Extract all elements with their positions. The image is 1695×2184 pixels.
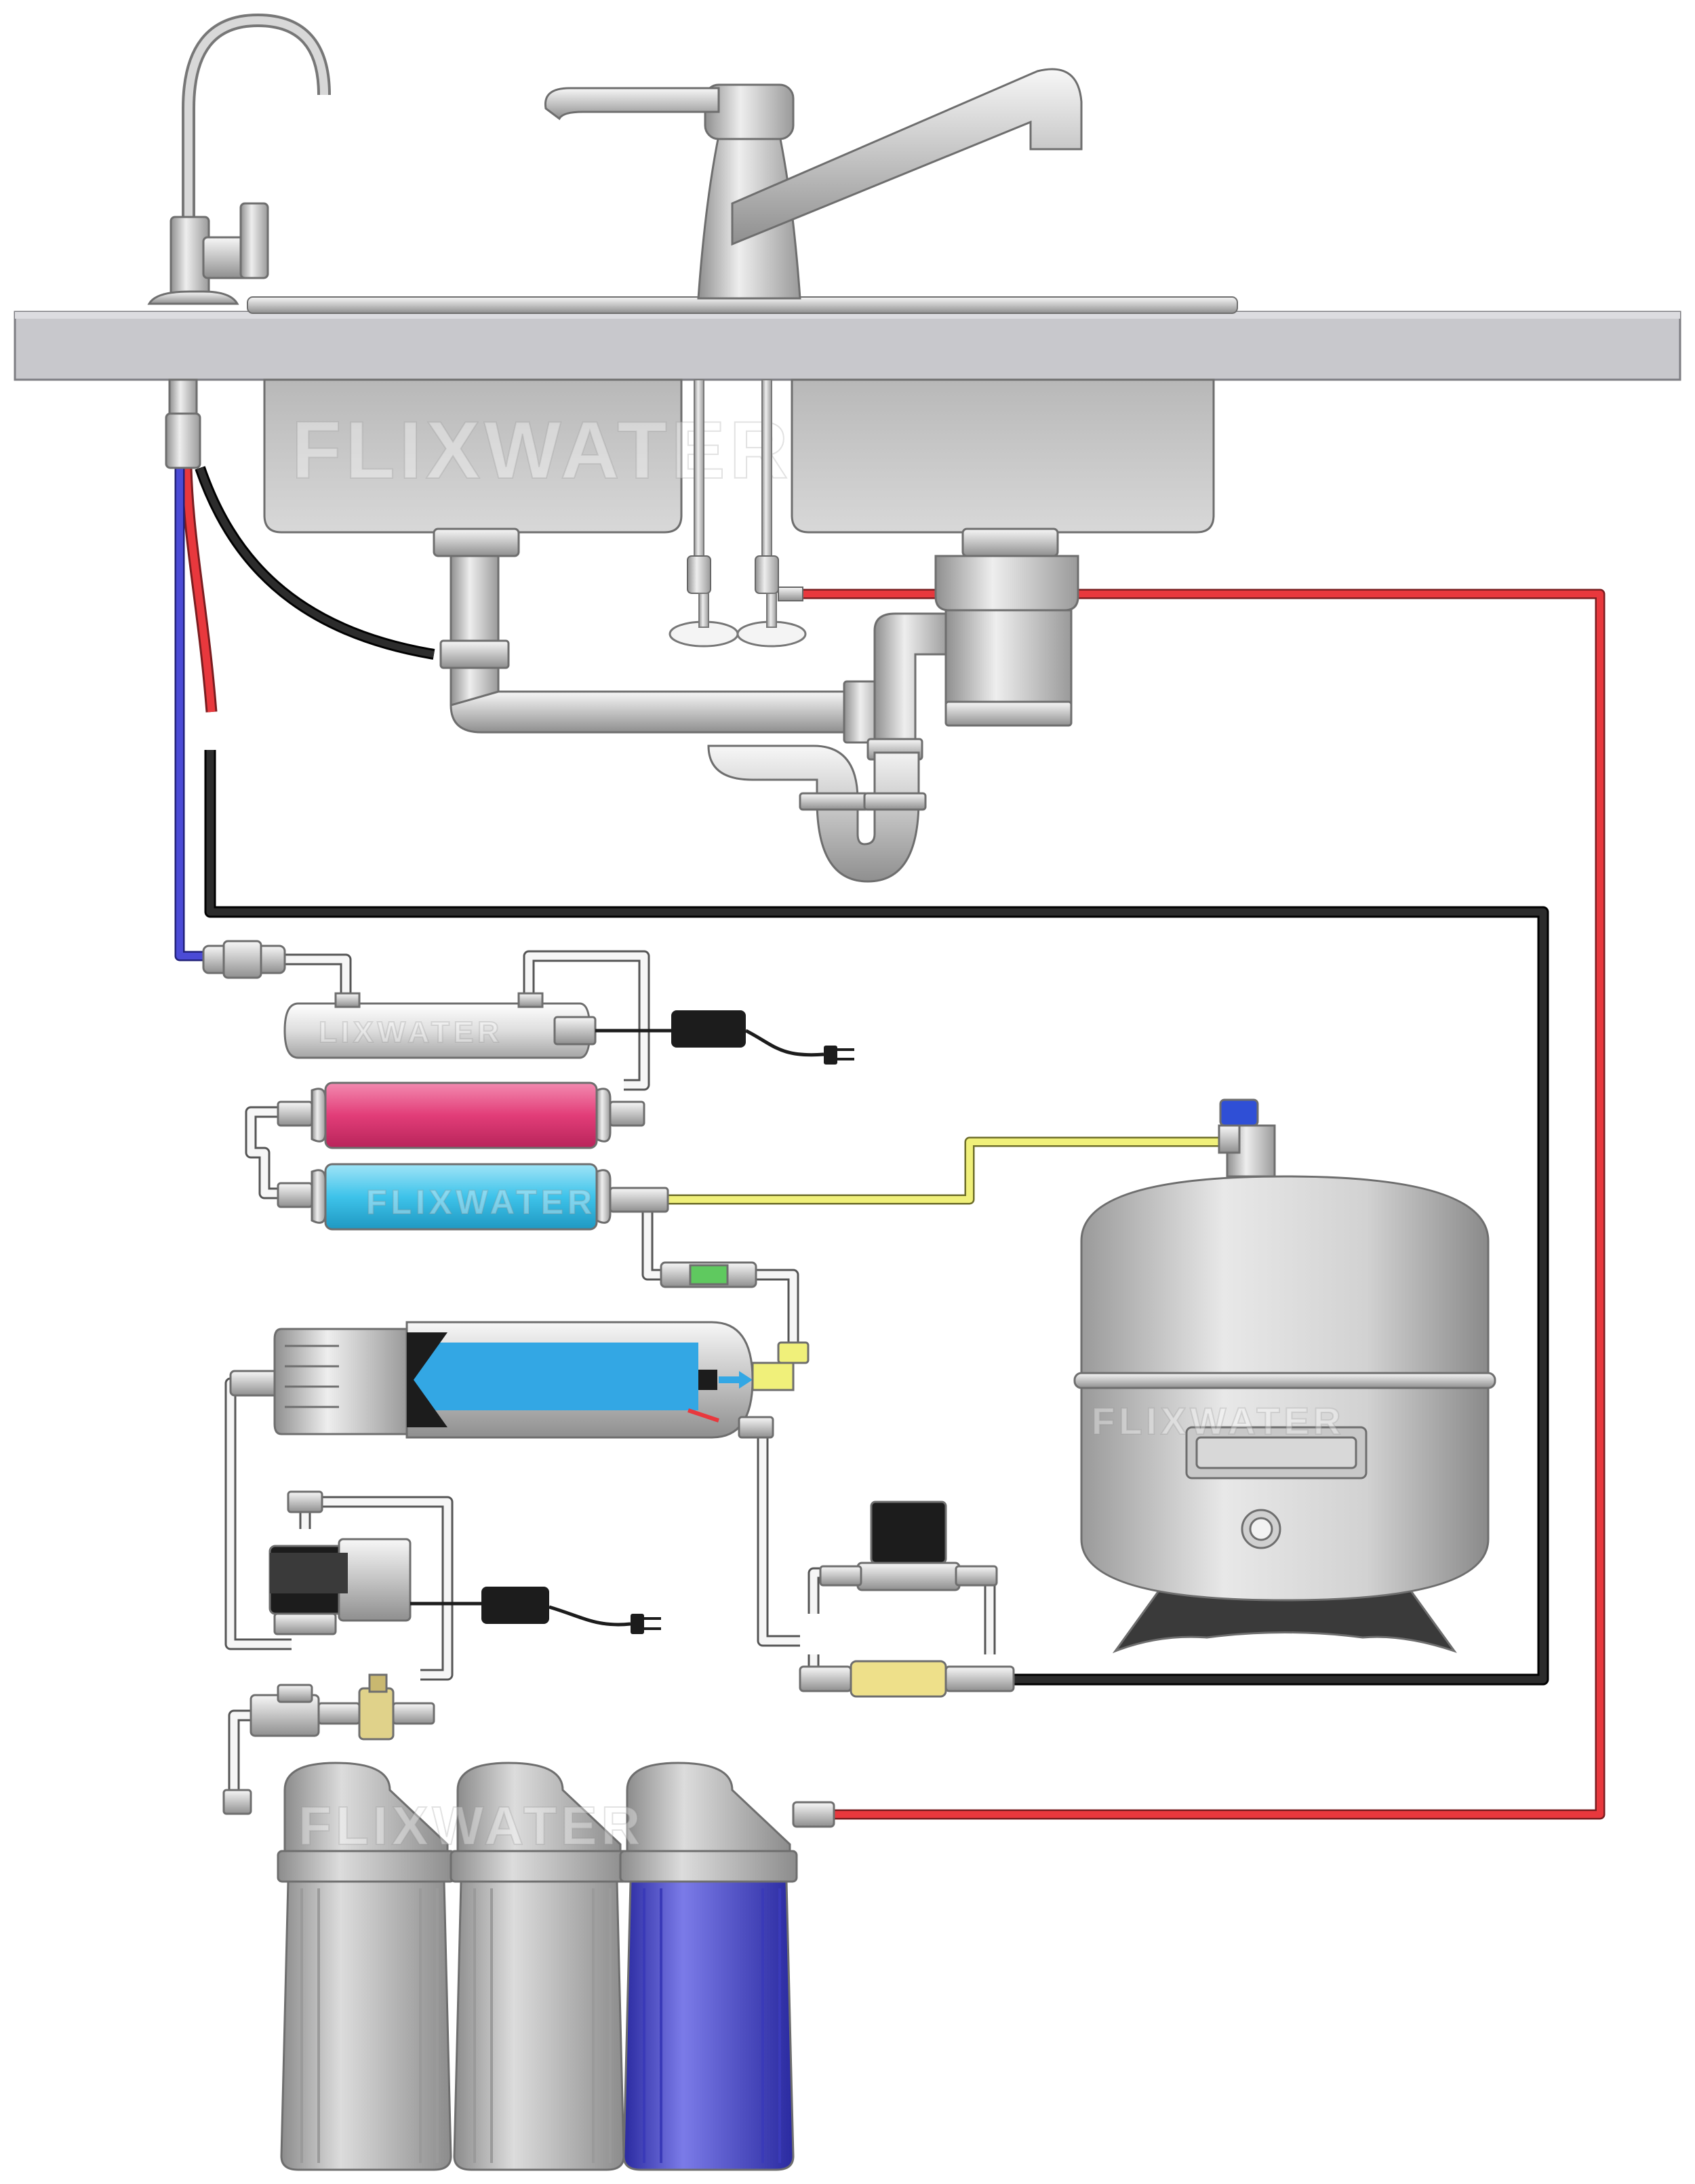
watermark-uv: LIXWATER [319,1016,503,1049]
ro-membrane-housing-icon [229,1321,810,1439]
pump-power-adapter-icon [481,1587,661,1634]
watermark-tank: FLIXWATER [1092,1399,1344,1442]
countertop [14,311,1681,381]
watermark-sink: FLIXWATER [292,405,792,496]
watermark-cyan: FLIXWATER [366,1183,596,1221]
flow-restrictor-icon [660,1261,757,1288]
auto-shutoff-valve-icon [250,1673,435,1741]
garbage-disposal-icon [934,528,1079,727]
watermark-housings: FLIXWATER [298,1795,644,1856]
sediment-filter-housing-icon [277,1762,456,2171]
ro-faucet-icon [147,13,331,469]
pressure-tank-icon: FLIXWATER [1073,1098,1496,1654]
inlet-fitting [222,1789,252,1815]
drain-trap-icon [433,528,951,883]
booster-pump-icon [268,1490,488,1635]
kitchen-faucet-icon [544,68,1083,300]
uv-sterilizer-icon: LIXWATER [202,940,671,1059]
carbon-filter-housing-icon [450,1762,629,2171]
pink-inline-filter-icon [277,1081,645,1149]
cyan-inline-filter-icon: FLIXWATER [277,1163,669,1231]
drain-flow-restrictor [799,1660,1015,1698]
supply-valves [669,379,807,648]
uv-power-adapter-icon [671,1010,854,1065]
solenoid-valve-icon [819,1501,998,1591]
blue-filter-housing-icon [619,1762,835,2171]
